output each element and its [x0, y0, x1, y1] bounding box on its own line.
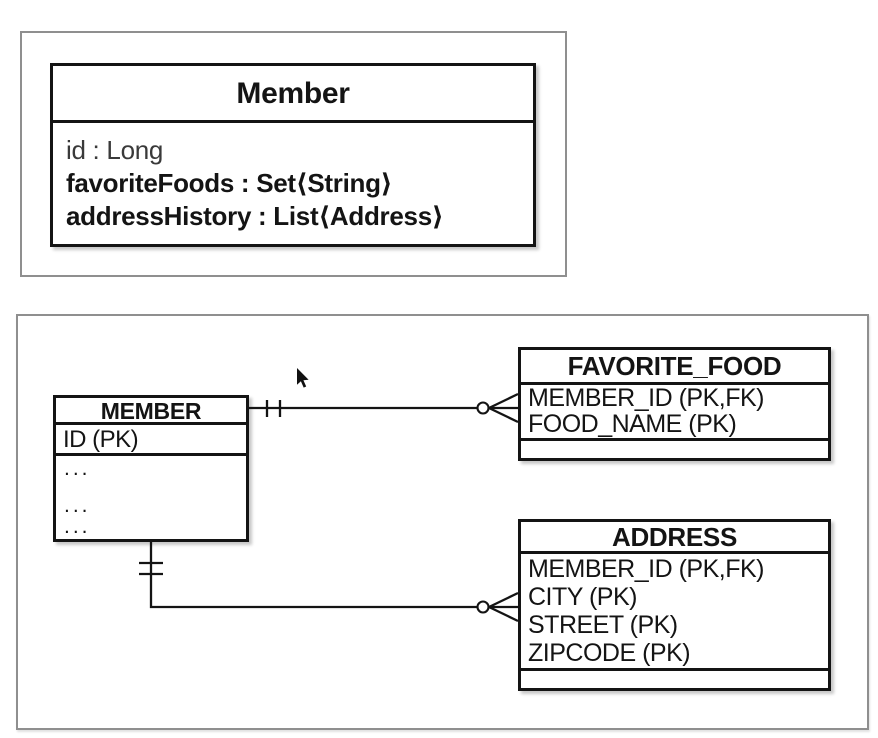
member-table-ellipsis-row: ...	[64, 457, 91, 480]
member-table-row-id: ID (PK)	[56, 425, 246, 456]
member-class-title: Member	[53, 66, 533, 123]
favorite-food-row-food-name: FOOD_NAME (PK)	[528, 410, 737, 438]
address-row-city: CITY (PK)	[528, 583, 637, 611]
member-table-ellipsis-row: ...	[64, 515, 91, 538]
favorite-food-row-member-id: MEMBER_ID (PK,FK)	[528, 384, 764, 412]
favorite-food-table-title: FAVORITE_FOOD	[521, 350, 828, 385]
attribute-address-history: addressHistory : List⟨Address⟩	[66, 201, 444, 231]
address-table-footer	[521, 671, 828, 688]
uml-diagram-panel	[20, 31, 567, 277]
address-table: ADDRESS MEMBER_ID (PK,FK) CITY (PK) STRE…	[518, 519, 831, 691]
member-table: MEMBER ID (PK) ... ... ...	[53, 395, 249, 542]
address-row-street: STREET (PK)	[528, 611, 678, 639]
favorite-food-table-footer	[521, 441, 828, 458]
attribute-id: id : Long	[66, 135, 164, 165]
member-class-box: Member id : Long favoriteFoods : Set⟨Str…	[50, 63, 536, 247]
member-table-title: MEMBER	[56, 398, 246, 425]
address-row-zipcode: ZIPCODE (PK)	[528, 639, 691, 667]
address-row-member-id: MEMBER_ID (PK,FK)	[528, 555, 764, 583]
attribute-favorite-foods: favoriteFoods : Set⟨String⟩	[66, 168, 393, 198]
favorite-food-table: FAVORITE_FOOD MEMBER_ID (PK,FK) FOOD_NAM…	[518, 347, 831, 461]
member-table-ellipsis-row: ...	[64, 494, 91, 517]
favorite-food-table-rows: MEMBER_ID (PK,FK) FOOD_NAME (PK)	[521, 385, 828, 441]
address-table-title: ADDRESS	[521, 522, 828, 554]
erd-diagram-panel	[16, 314, 869, 730]
member-class-attributes: id : Long favoriteFoods : Set⟨String⟩ ad…	[53, 123, 533, 233]
member-table-body: ... ... ...	[56, 456, 246, 539]
address-table-rows: MEMBER_ID (PK,FK) CITY (PK) STREET (PK) …	[521, 554, 828, 671]
